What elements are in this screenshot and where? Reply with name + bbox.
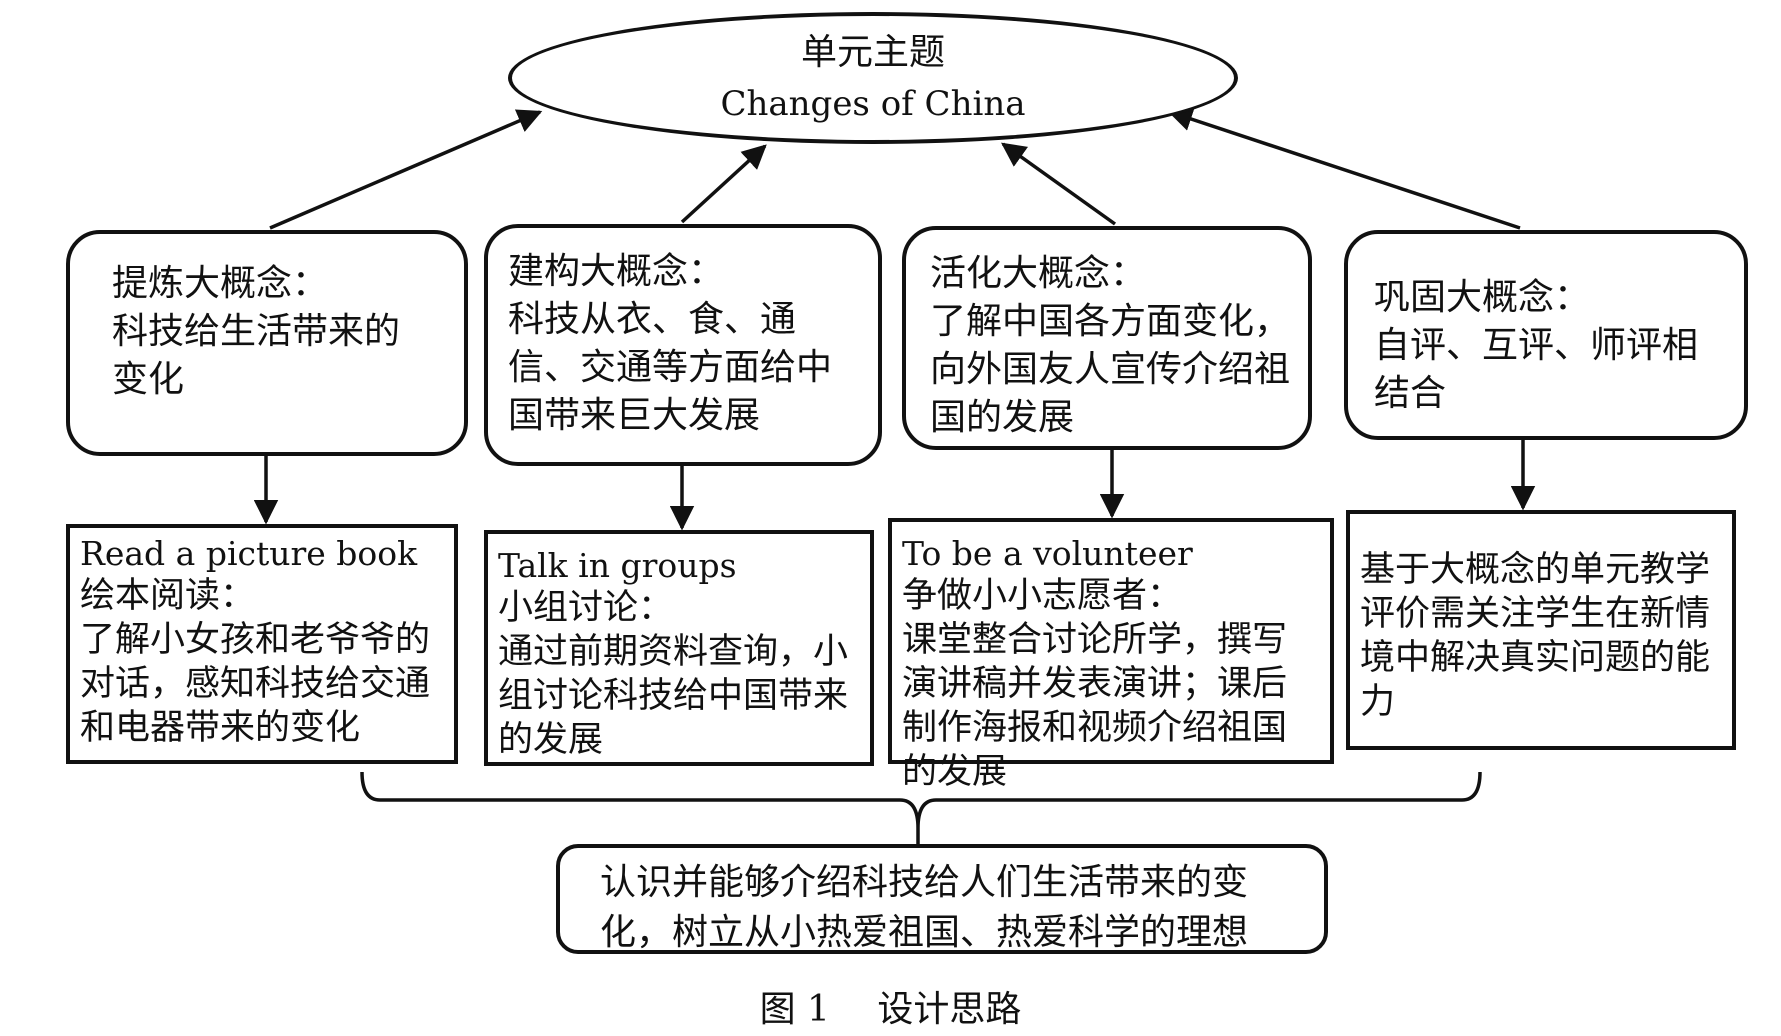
- concept-box-refine: 提炼大概念： 科技给生活带来的变化: [66, 230, 468, 456]
- activity-box-evaluation: 基于大概念的单元教学评价需关注学生在新情境中解决真实问题的能力: [1346, 510, 1736, 750]
- activity-box-volunteer: To be a volunteer 争做小小志愿者： 课堂整合讨论所学，撰写演讲…: [888, 518, 1334, 792]
- activity-text: 课堂整合讨论所学，撰写演讲稿并发表演讲；课后制作海报和视频介绍祖国的发展: [902, 620, 1288, 792]
- activity-title-cn: 绘本阅读：: [80, 576, 256, 616]
- concept-text: 科技给生活带来的变化: [112, 311, 401, 400]
- arrow-concept2-to-theme: [680, 144, 767, 224]
- arrow-concept4-to-theme: [1167, 107, 1521, 230]
- concept-title: 建构大概念：: [508, 251, 725, 292]
- figure-number: 图 1: [759, 989, 830, 1030]
- concept-text: 自评、互评、师评相结合: [1374, 325, 1699, 414]
- theme-ellipse: 单元主题 Changes of China: [508, 12, 1238, 144]
- arrow-concept3-to-theme: [1001, 142, 1117, 226]
- arrow-concept1-to-theme: [269, 109, 543, 230]
- concept-title: 巩固大概念：: [1374, 277, 1591, 318]
- activity-text: 基于大概念的单元教学评价需关注学生在新情境中解决真实问题的能力: [1360, 550, 1711, 722]
- brace-connector: [360, 771, 1482, 844]
- concept-title: 提炼大概念：: [112, 263, 329, 304]
- activity-title-cn: 小组讨论：: [498, 588, 674, 628]
- activity-box-picture-book: Read a picture book 绘本阅读： 了解小女孩和老爷爷的对话，感…: [66, 524, 458, 764]
- concept-box-consolidate: 巩固大概念： 自评、互评、师评相结合: [1344, 230, 1748, 440]
- activity-title-en: Read a picture book: [80, 534, 418, 573]
- activity-text: 了解小女孩和老爷爷的对话，感知科技给交通和电器带来的变化: [80, 620, 431, 748]
- activity-box-group-talk: Talk in groups 小组讨论： 通过前期资料查询，小组讨论科技给中国带…: [484, 530, 874, 766]
- concept-text: 科技从衣、食、通信、交通等方面给中国带来巨大发展: [508, 299, 833, 436]
- activity-text: 通过前期资料查询，小组讨论科技给中国带来的发展: [498, 632, 849, 760]
- theme-label-en: Changes of China: [720, 84, 1026, 124]
- theme-label-cn: 单元主题: [800, 32, 945, 73]
- goal-text: 认识并能够介绍科技给人们生活带来的变化，树立从小热爱祖国、热爱科学的理想: [600, 862, 1249, 953]
- activity-title-en: Talk in groups: [498, 546, 737, 585]
- goal-box: 认识并能够介绍科技给人们生活带来的变化，树立从小热爱祖国、热爱科学的理想: [556, 844, 1328, 954]
- activity-title-en: To be a volunteer: [902, 534, 1193, 573]
- concept-text: 了解中国各方面变化，向外国友人宣传介绍祖国的发展: [930, 301, 1291, 438]
- activity-title-cn: 争做小小志愿者：: [902, 576, 1183, 616]
- concept-box-activate: 活化大概念： 了解中国各方面变化，向外国友人宣传介绍祖国的发展: [902, 226, 1312, 450]
- figure-title: 设计思路: [877, 989, 1022, 1030]
- concept-title: 活化大概念：: [930, 253, 1147, 294]
- concept-box-construct: 建构大概念： 科技从衣、食、通信、交通等方面给中国带来巨大发展: [484, 224, 882, 466]
- figure-caption: 图 1 设计思路: [0, 980, 1781, 1032]
